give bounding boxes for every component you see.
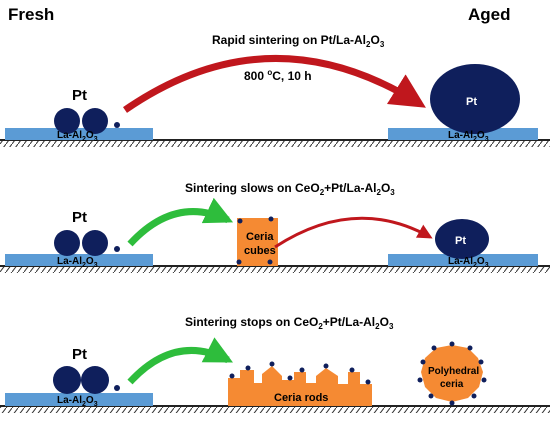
- panel2-title: Sintering slows on CeO2+Pt/La-Al2O3: [185, 181, 395, 197]
- panel3-pt-on-rods: [365, 379, 371, 385]
- panel3-pt-on-rods: [245, 365, 251, 371]
- panel1-sintered-pt-particle: [430, 64, 520, 134]
- panel3-pt-on-polyhedral: [420, 359, 426, 365]
- panel3-fresh-support: [5, 393, 153, 406]
- panel2-pt-on-ceria: [268, 216, 274, 222]
- panel3-pt-on-rods: [287, 375, 293, 381]
- panel2-ceria-cubes-label-2: cubes: [244, 245, 276, 257]
- panel1-pt-particle: [54, 108, 80, 134]
- panel2-fresh-support: [5, 254, 153, 266]
- panel3-pt-on-rods: [349, 367, 355, 373]
- panel3-polyhedral-ceria: [421, 345, 483, 402]
- panel3-pt-on-polyhedral: [417, 377, 423, 383]
- panel2-pt-particle: [54, 230, 80, 256]
- panel1-pt-label: Pt: [72, 87, 87, 104]
- panel1-red-arrow: [123, 54, 426, 113]
- header-aged: Aged: [468, 5, 511, 24]
- panel3-ceria-rods: [228, 366, 372, 406]
- header-fresh: Fresh: [8, 5, 54, 24]
- panel3-pt-on-polyhedral: [449, 341, 455, 347]
- panel3-pt-label: Pt: [72, 346, 87, 363]
- panel1-aged-support: [388, 128, 538, 140]
- panel1-pt-particle: [82, 108, 108, 134]
- panel1-fresh-support: [5, 128, 153, 140]
- panel2-green-arrow: [127, 197, 234, 247]
- panel3-title: Sintering stops on CeO2+Pt/La-Al2O3: [185, 315, 394, 331]
- panel3-pt-on-polyhedral: [428, 393, 434, 399]
- panel3-pt-particle: [53, 366, 81, 394]
- panel2-aged-support-label: La-Al2O3: [448, 256, 489, 269]
- panel3-polyhedral-label: Polyhedral: [428, 366, 479, 377]
- panel3-fresh-support-label: La-Al2O3: [57, 395, 98, 408]
- panel2-pt-on-ceria: [236, 259, 242, 265]
- panel3-polyhedral-label-2: ceria: [440, 379, 464, 390]
- panel2-pt-particle: [82, 230, 108, 256]
- panel1-aged-support-label: La-Al2O3: [448, 130, 489, 143]
- panel1-fresh-support-label: La-Al2O3: [57, 130, 98, 143]
- panel3-pt-on-polyhedral: [467, 345, 473, 351]
- panel2-sintered-pt-label: Pt: [455, 235, 466, 247]
- panel3-pt-on-rods: [269, 361, 275, 367]
- panel3-pt-on-rods: [299, 367, 305, 373]
- panel2-pt-on-ceria: [267, 259, 273, 265]
- panel1-condition: 800 oC, 10 h: [244, 68, 312, 83]
- panel2-ground-hatch: [0, 267, 550, 273]
- panel3-pt-on-polyhedral: [431, 345, 437, 351]
- panel2-aged-support: [388, 254, 538, 266]
- panel3-pt-on-polyhedral: [471, 393, 477, 399]
- panel2-pt-label: Pt: [72, 209, 87, 226]
- panel3-pt-on-polyhedral: [449, 400, 455, 406]
- panel2-ceria-cube: [237, 218, 278, 266]
- panel3-pt-small-particle: [114, 385, 120, 391]
- panel3-pt-on-rods: [229, 373, 235, 379]
- panel2-fresh-support-label: La-Al2O3: [57, 256, 98, 269]
- panel2-pt-on-ceria: [237, 218, 243, 224]
- panel1-pt-small-particle: [114, 122, 120, 128]
- panel3-pt-on-polyhedral: [478, 359, 484, 365]
- panel3-ceria-rods-label: Ceria rods: [274, 392, 328, 404]
- panel3-pt-on-polyhedral: [481, 377, 487, 383]
- panel1-ground-hatch: [0, 141, 550, 147]
- panel2-sintered-pt-particle: [435, 219, 489, 259]
- panel1-title: Rapid sintering on Pt/La-Al2O3: [212, 33, 385, 49]
- panel3-ground-hatch: [0, 407, 550, 413]
- panel2-ceria-cubes-label: Ceria: [246, 231, 274, 243]
- panel1-sintered-pt-label: Pt: [466, 96, 477, 108]
- panel2-pt-small-particle: [114, 246, 120, 252]
- panel3-pt-particle: [81, 366, 109, 394]
- panel-sintering-stops: Sintering stops on CeO2+Pt/La-Al2O3 Pt L…: [0, 315, 550, 413]
- panel2-red-arrow: [274, 216, 433, 249]
- panel3-green-arrow: [127, 337, 233, 385]
- panel3-pt-on-rods: [323, 363, 329, 369]
- panel-sintering-slows: Sintering slows on CeO2+Pt/La-Al2O3 Pt L…: [0, 181, 550, 273]
- panel-rapid-sintering: Rapid sintering on Pt/La-Al2O3 800 oC, 1…: [0, 33, 550, 147]
